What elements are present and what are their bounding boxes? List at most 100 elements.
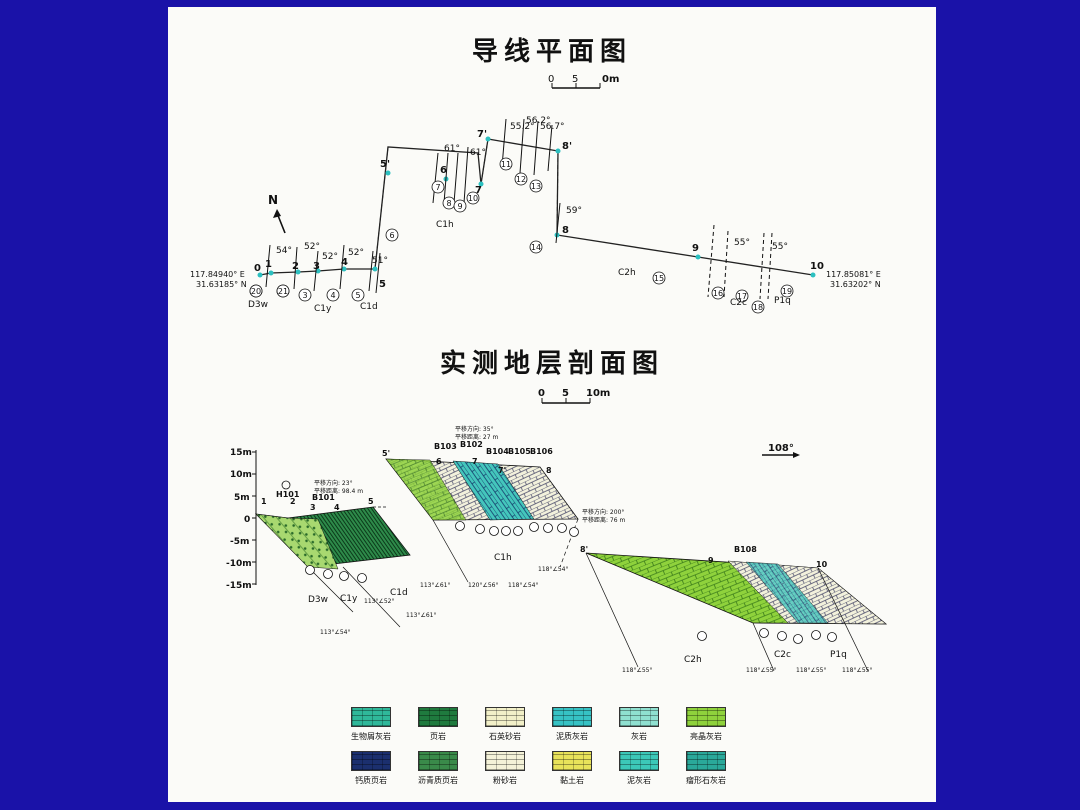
svg-text:8: 8 (546, 466, 552, 475)
svg-text:C1y: C1y (340, 594, 358, 604)
svg-text:B108: B108 (734, 545, 757, 554)
legend-label: 黏土岩 (560, 776, 584, 785)
svg-text:5': 5' (382, 449, 390, 458)
plan-scale-5: 5 (572, 74, 578, 85)
layer-circle (827, 632, 837, 642)
svg-text:120°∠56°: 120°∠56° (468, 582, 498, 589)
svg-text:3: 3 (313, 261, 320, 272)
legend-label: 页岩 (430, 732, 446, 741)
layer-circle (793, 634, 803, 644)
svg-text:5': 5' (380, 159, 390, 170)
section-scale-bar: 0 5 10m (538, 388, 610, 404)
lithology-legend: 生物屑灰岩页岩石英砂岩泥质灰岩灰岩亮晶灰岩钙质页岩沥青质页岩粉砂岩黏土岩泥灰岩瘤… (340, 707, 740, 793)
layer-number: 9 (457, 202, 462, 211)
layer-number: 3 (302, 291, 307, 300)
svg-text:0: 0 (254, 263, 261, 274)
section-sample-labels: H101 B101 B103 B102 B104 B105 B106 B108 (276, 440, 757, 554)
svg-text:59°: 59° (566, 206, 582, 216)
layer-number: 11 (501, 160, 511, 169)
svg-text:56.2°: 56.2° (526, 116, 551, 126)
svg-text:55°: 55° (772, 242, 788, 252)
svg-text:7: 7 (475, 185, 482, 196)
svg-text:54°: 54° (276, 246, 292, 256)
legend-swatch (619, 707, 659, 727)
svg-text:7: 7 (472, 457, 478, 466)
legend-swatch (552, 751, 592, 771)
svg-text:C1d: C1d (360, 302, 378, 312)
legend-swatch (418, 707, 458, 727)
svg-text:118°∠55°: 118°∠55° (622, 667, 652, 674)
plan-station-labels: 0 1 2 3 4 5 5' 6 7 7' 8' 8 9 10 (254, 129, 824, 290)
layer-circle (557, 523, 567, 533)
layer-circle (735, 289, 749, 303)
svg-text:平移方向: 35°: 平移方向: 35° (455, 425, 494, 433)
svg-text:1: 1 (265, 259, 272, 270)
plan-scale-end: 0m (602, 74, 619, 85)
svg-text:D3w: D3w (308, 595, 328, 605)
svg-text:118°∠54°: 118°∠54° (508, 582, 538, 589)
svg-text:56.7°: 56.7° (540, 122, 565, 132)
svg-text:C2h: C2h (684, 655, 702, 665)
svg-text:7': 7' (498, 466, 506, 475)
svg-text:9: 9 (692, 243, 699, 254)
plan-title: 导线平面图 (471, 37, 632, 67)
svg-text:10: 10 (810, 261, 824, 272)
svg-text:9: 9 (708, 556, 714, 565)
legend-item: 页岩 (407, 707, 469, 742)
layer-circle (453, 199, 467, 213)
attitude-labels: 113°∠54° 113°∠52° 113°∠61° 113°∠61° 120°… (320, 566, 872, 674)
plan-strike-lines (265, 118, 561, 294)
layer-number: 7 (435, 183, 440, 192)
plan-dip-labels: 54° 52° 52° 52° 51° 61° 61° 55.2° 56.2° … (276, 116, 788, 266)
layer-circle (514, 172, 528, 186)
svg-text:1: 1 (261, 497, 267, 506)
legend-item: 泥灰岩 (608, 751, 670, 786)
svg-text:C2c: C2c (774, 650, 791, 660)
svg-text:平移距离: 76 m: 平移距离: 76 m (582, 516, 625, 524)
start-coord-lat: 31.63185° N (196, 280, 247, 289)
layer-circle (811, 630, 821, 640)
layer-circle (759, 628, 769, 638)
svg-text:平移距离: 98.4 m: 平移距离: 98.4 m (314, 487, 363, 495)
legend-label: 粉砂岩 (493, 776, 517, 785)
layer-circle (249, 284, 263, 298)
layer-circle (529, 522, 539, 532)
layer-circle (323, 569, 333, 579)
layer-circle (475, 524, 485, 534)
svg-text:52°: 52° (348, 248, 364, 258)
layer-circle (711, 286, 725, 300)
plan-scale-bar: 0 5 0m (548, 74, 619, 89)
svg-text:8: 8 (562, 225, 569, 236)
legend-label: 亮晶灰岩 (690, 732, 722, 741)
legend-label: 泥灰岩 (627, 776, 651, 785)
layer-circle (431, 180, 445, 194)
svg-text:6: 6 (436, 457, 442, 466)
svg-text:-5m: -5m (230, 537, 249, 547)
section-y-axis: 15m 10m 5m 0 -5m -10m -15m (226, 448, 257, 591)
svg-text:118°∠55°: 118°∠55° (746, 667, 776, 674)
svg-text:5: 5 (368, 497, 374, 506)
svg-text:C1y: C1y (314, 304, 332, 314)
svg-text:7': 7' (477, 129, 487, 140)
end-coord-lat: 31.63202° N (830, 280, 881, 289)
layer-circle (385, 228, 399, 242)
svg-text:8': 8' (562, 141, 572, 152)
legend-item: 粉砂岩 (474, 751, 536, 786)
legend-label: 灰岩 (631, 732, 647, 741)
legend-swatch (418, 751, 458, 771)
svg-text:113°∠61°: 113°∠61° (420, 582, 450, 589)
legend-swatch (686, 707, 726, 727)
layer-number: 14 (531, 243, 541, 252)
layer-number: 20 (251, 287, 261, 296)
svg-text:5: 5 (379, 279, 386, 290)
layer-circle (543, 523, 553, 533)
svg-text:113°∠54°: 113°∠54° (320, 629, 350, 636)
svg-text:15m: 15m (230, 448, 252, 458)
layer-circle (501, 526, 511, 536)
svg-text:4: 4 (341, 257, 348, 268)
legend-item: 泥质灰岩 (541, 707, 603, 742)
svg-text:D3w: D3w (248, 300, 268, 310)
svg-text:8': 8' (580, 545, 588, 554)
svg-text:C2h: C2h (618, 268, 636, 278)
svg-text:118°∠54°: 118°∠54° (538, 566, 568, 573)
